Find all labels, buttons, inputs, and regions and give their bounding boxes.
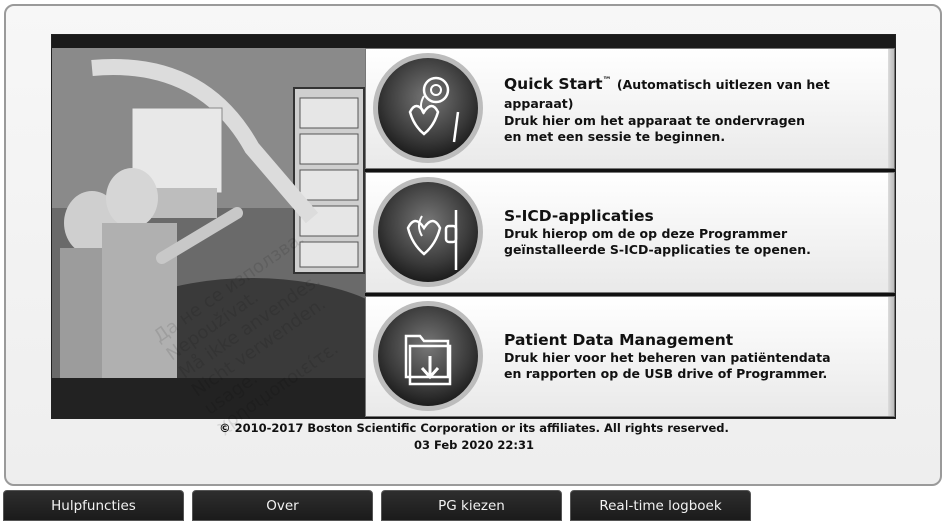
tab-real-time-logboek[interactable]: Real-time logboek: [570, 490, 751, 521]
heart-device-icon: [373, 53, 483, 163]
bottom-tab-bar: Hulpfuncties Over PG kiezen Real-time lo…: [0, 490, 948, 521]
tab-hulpfuncties[interactable]: Hulpfuncties: [3, 490, 184, 521]
quick-start-button[interactable]: Quick Start™ (Automatisch uitlezen van h…: [365, 48, 895, 169]
top-bar: [52, 35, 895, 48]
pdm-description: Druk hier voor het beheren van patiënten…: [504, 350, 831, 381]
quick-start-title: Quick Start: [504, 75, 603, 94]
panel-edge: [888, 173, 894, 292]
tab-pg-kiezen[interactable]: PG kiezen: [381, 490, 562, 521]
datetime-text: 03 Feb 2020 22:31: [413, 438, 535, 452]
start-screen: Quick Start™ (Automatisch uitlezen van h…: [51, 34, 896, 419]
copyright-text: © 2010-2017 Boston Scientific Corporatio…: [219, 421, 729, 435]
pdm-title: Patient Data Management: [504, 331, 734, 349]
folder-download-icon: [373, 301, 483, 411]
panel-edge: [888, 297, 894, 416]
patient-data-management-button[interactable]: Patient Data Management Druk hier voor h…: [365, 296, 895, 417]
panel-edge: [888, 49, 894, 168]
quick-start-description: Druk hier om het apparaat te ondervragen…: [504, 113, 806, 145]
trademark-symbol: ™: [602, 75, 612, 86]
sicd-heart-icon: [373, 177, 483, 287]
surgery-illustration: [52, 48, 365, 418]
sicd-applications-button[interactable]: S-ICD-applicaties Druk hierop om de op d…: [365, 172, 895, 293]
quick-start-subtitle: (Automatisch uitlezen van het apparaat): [504, 77, 830, 112]
sicd-description: Druk hierop om de op deze Programmer geï…: [504, 226, 811, 257]
tab-over[interactable]: Over: [192, 490, 373, 521]
sicd-title: S-ICD-applicaties: [504, 207, 654, 225]
surgery-photo: [52, 48, 365, 418]
